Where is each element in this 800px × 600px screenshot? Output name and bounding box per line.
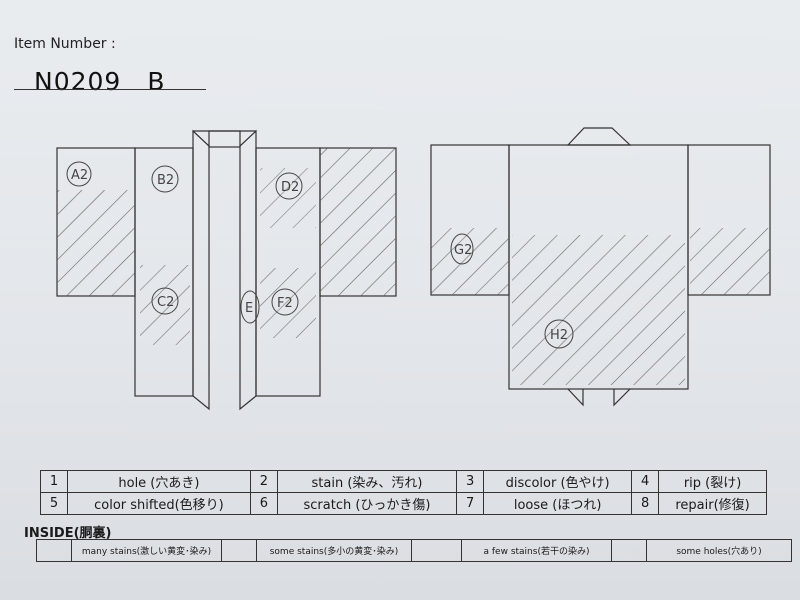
legend-num: 8	[631, 492, 660, 515]
marker-g2-label: G2	[454, 243, 472, 258]
legend-label: discolor (色やけ)	[483, 470, 633, 493]
back-markers: G2 H2	[450, 233, 574, 349]
front-hatching	[57, 148, 396, 345]
marker-h2: H2	[544, 319, 574, 349]
item-number-value: N0209 B	[34, 67, 166, 96]
inside-option: some stains(多小の黄変･染み)	[256, 539, 412, 562]
front-left-collar	[192, 129, 210, 411]
legend-num: 7	[456, 492, 485, 515]
marker-c2-label: C2	[157, 295, 174, 310]
back-hem-tab-left	[567, 388, 584, 407]
legend-num: 2	[249, 470, 278, 493]
marker-f2: F2	[271, 288, 299, 316]
legend-label: loose (ほつれ)	[483, 492, 633, 515]
marker-e: E	[240, 290, 260, 324]
marker-c2: C2	[151, 287, 179, 315]
inside-checkbox-cell[interactable]	[611, 539, 647, 562]
legend-label: scratch (ひっかき傷)	[276, 492, 458, 515]
inside-option: a few stains(若干の染み)	[461, 539, 612, 562]
legend-row: 1 hole (穴あき) 2 stain (染み、汚れ) 3 discolor …	[40, 470, 767, 493]
inside-condition-table: many stains(激しい黄変･染み) some stains(多小の黄変･…	[36, 539, 792, 562]
inside-row: many stains(激しい黄変･染み) some stains(多小の黄変･…	[36, 539, 792, 562]
item-number-underline	[14, 89, 206, 90]
back-collar	[566, 127, 632, 146]
marker-f2-label: F2	[277, 296, 293, 311]
inside-checkbox-cell[interactable]	[36, 539, 72, 562]
inside-title: INSIDE(胴裏)	[24, 526, 112, 541]
marker-b2-label: B2	[157, 173, 174, 188]
legend-num: 1	[40, 470, 68, 493]
legend-num: 5	[40, 492, 68, 515]
item-number-label: Item Number :	[14, 36, 116, 52]
inside-option: some holes(穴あり)	[646, 539, 792, 562]
damage-legend-table: 1 hole (穴あき) 2 stain (染み、汚れ) 3 discolor …	[40, 470, 767, 515]
marker-a2: A2	[66, 161, 92, 187]
marker-g2: G2	[450, 233, 474, 265]
legend-label: hole (穴あき)	[67, 470, 251, 493]
marker-a2-label: A2	[71, 168, 88, 183]
inside-checkbox-cell[interactable]	[221, 539, 257, 562]
marker-b2: B2	[151, 165, 179, 193]
legend-label: repair(修復)	[658, 492, 767, 515]
marker-h2-label: H2	[550, 328, 568, 343]
front-collar-band	[208, 130, 241, 148]
inside-option: many stains(激しい黄変･染み)	[71, 539, 222, 562]
legend-num: 4	[631, 470, 660, 493]
back-hatching	[431, 228, 770, 385]
inside-checkbox-cell[interactable]	[411, 539, 462, 562]
front-markers: A2 B2 C2 D2 E F2	[66, 161, 303, 324]
legend-label: color shifted(色移り)	[67, 492, 251, 515]
marker-d2: D2	[275, 172, 303, 200]
legend-label: stain (染み、汚れ)	[276, 470, 458, 493]
marker-d2-label: D2	[281, 180, 299, 195]
back-hem-tab-right	[613, 388, 631, 407]
front-right-collar	[239, 129, 257, 411]
legend-label: rip (裂け)	[658, 470, 767, 493]
legend-num: 3	[456, 470, 485, 493]
legend-num: 6	[249, 492, 278, 515]
marker-e-label: E	[245, 301, 253, 316]
legend-row: 5 color shifted(色移り) 6 scratch (ひっかき傷) 7…	[40, 492, 767, 515]
